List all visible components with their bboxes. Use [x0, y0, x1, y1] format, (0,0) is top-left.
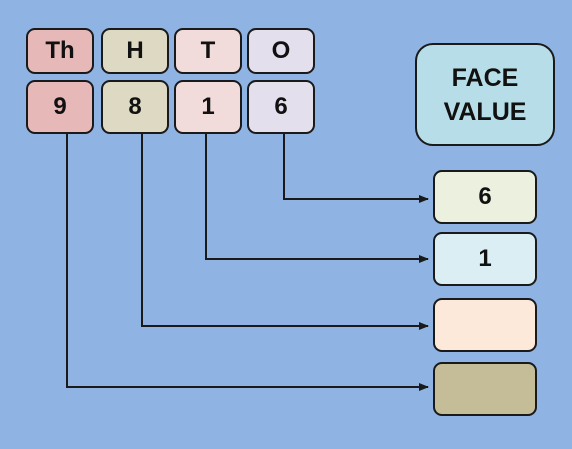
result-ones: 6 [433, 170, 537, 224]
digit-thousands: 9 [26, 80, 94, 134]
connector-hundreds [141, 134, 429, 330]
result-tens: 1 [433, 232, 537, 286]
face-value-title: FACE VALUE [415, 43, 555, 146]
header-hundreds: H [101, 28, 169, 74]
header-tens: T [174, 28, 242, 74]
result-hundreds [433, 298, 537, 352]
digit-tens: 1 [174, 80, 242, 134]
digit-ones: 6 [247, 80, 315, 134]
connector-thousands [66, 134, 429, 391]
connector-tens [205, 134, 429, 263]
face-value-title-line2: VALUE [443, 97, 527, 126]
result-thousands [433, 362, 537, 416]
digit-hundreds: 8 [101, 80, 169, 134]
face-value-title-line1: FACE [451, 63, 519, 92]
header-thousands: Th [26, 28, 94, 74]
connector-ones [283, 134, 429, 203]
header-ones: O [247, 28, 315, 74]
